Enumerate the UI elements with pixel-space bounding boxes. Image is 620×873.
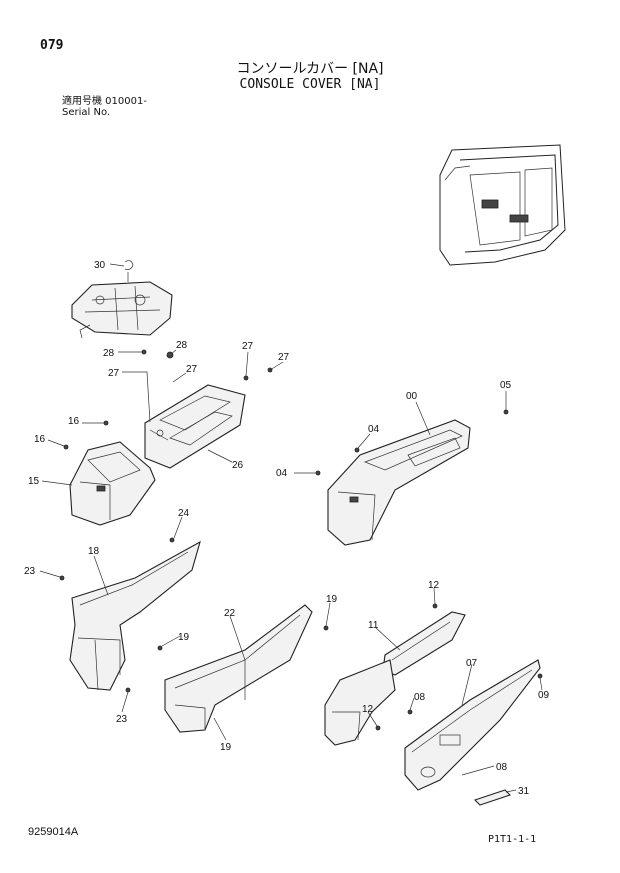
callout-24: 24 [178, 508, 190, 519]
callout-28: 28 [103, 348, 115, 359]
trim-strip-part [473, 789, 512, 806]
callout-00: 00 [406, 391, 418, 402]
callout-23: 23 [24, 566, 36, 577]
serial-number-block: 適用号機 010001- Serial No. [62, 96, 147, 118]
callout-07: 07 [466, 658, 478, 669]
callout-11: 11 [368, 620, 379, 631]
callout-22: 22 [224, 608, 236, 619]
front-cover-right-part [324, 659, 396, 746]
callout-27: 27 [278, 352, 290, 363]
callout-19: 19 [220, 742, 232, 753]
callout-28: 28 [176, 340, 188, 351]
title-english: CONSOLE COVER [NA] [239, 77, 381, 92]
callout-04: 04 [368, 424, 380, 435]
callout-08: 08 [414, 692, 426, 703]
callout-16: 16 [34, 434, 46, 445]
main-console-part [327, 419, 471, 546]
callout-26: 26 [232, 460, 244, 471]
callout-12: 12 [428, 580, 440, 591]
serial-en: Serial No. [62, 107, 111, 118]
callout-27: 27 [108, 368, 120, 379]
title-japanese: コンソールカバー [NA] [236, 61, 384, 77]
callout-15: 15 [28, 476, 40, 487]
callout-27: 27 [242, 341, 254, 352]
callout-16: 16 [68, 416, 80, 427]
callout-12: 12 [362, 704, 374, 715]
upper-cover-panel [144, 384, 246, 469]
document-number: 9259014A [28, 826, 79, 838]
serial-jp: 適用号機 010001- [62, 96, 147, 107]
callout-23: 23 [116, 714, 128, 725]
callout-27: 27 [186, 364, 198, 375]
cab-overview-illustration [439, 144, 566, 266]
page-reference: P1T1-1-1 [488, 834, 537, 845]
callout-labels: 30 28 28 27 27 27 27 16 16 15 26 00 05 0… [24, 260, 550, 797]
side-cover-right-part [404, 659, 541, 791]
side-cover-left-part [69, 540, 201, 691]
callout-05: 05 [500, 380, 512, 391]
front-console-part [69, 441, 156, 526]
callout-08: 08 [496, 762, 508, 773]
page-number: 079 [40, 38, 64, 53]
callout-18: 18 [88, 546, 100, 557]
callout-19: 19 [326, 594, 338, 605]
side-cover-middle-part [164, 604, 313, 733]
control-panel-assembly [71, 260, 173, 339]
callout-30: 30 [94, 260, 106, 271]
callout-19: 19 [178, 632, 190, 643]
callout-04: 04 [276, 468, 288, 479]
callout-09: 09 [538, 690, 550, 701]
cover-plate-part [382, 611, 466, 676]
leader-lines [39, 263, 543, 793]
callout-31: 31 [518, 786, 530, 797]
